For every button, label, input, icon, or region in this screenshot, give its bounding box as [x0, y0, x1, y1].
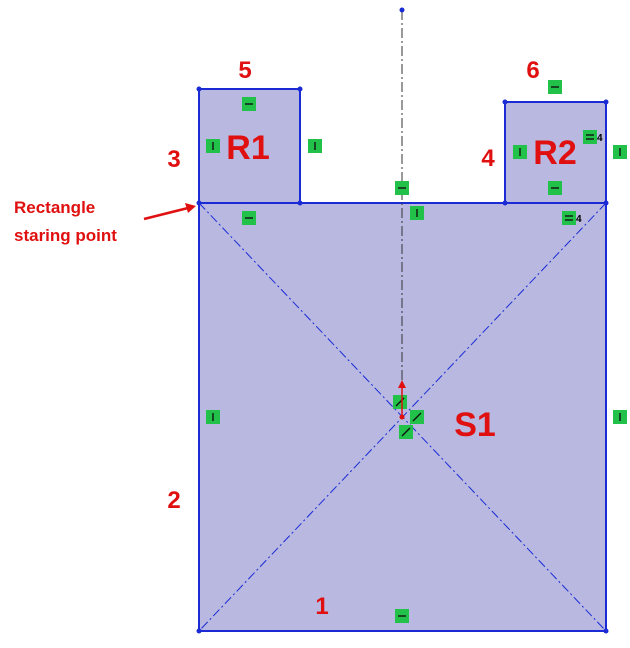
edge-label-3: 3	[167, 146, 180, 173]
centerline-endpoint[interactable]	[399, 7, 405, 13]
vertex-point[interactable]	[603, 200, 609, 206]
horizontal-constraint-icon[interactable]	[395, 609, 409, 623]
vertex-point[interactable]	[502, 200, 508, 206]
start-point-annotation-line1: Rectangle	[14, 198, 95, 217]
edge-label-6: 6	[526, 57, 539, 84]
vertex-point[interactable]	[196, 200, 202, 206]
horizontal-constraint-icon[interactable]	[242, 97, 256, 111]
edge-label-1: 1	[315, 593, 328, 620]
vertex-point[interactable]	[502, 99, 508, 105]
vertical-constraint-icon[interactable]	[206, 410, 220, 424]
equal-tag-label: 4	[576, 214, 582, 225]
start-point-arrow-icon	[143, 203, 196, 221]
constraint-badges: 4 4	[206, 80, 627, 623]
vertex-point[interactable]	[603, 99, 609, 105]
vertex-point[interactable]	[196, 86, 202, 92]
vertex-point[interactable]	[297, 86, 303, 92]
vertex-point[interactable]	[603, 628, 609, 634]
rectangle-label-r2: R2	[533, 134, 576, 172]
vertex-point[interactable]	[297, 200, 303, 206]
vertical-constraint-icon[interactable]	[513, 145, 527, 159]
vertical-constraint-icon[interactable]	[613, 410, 627, 424]
vertical-constraint-icon[interactable]	[308, 139, 322, 153]
coincident-constraint-icon[interactable]	[410, 410, 424, 424]
equal-tag-label: 4	[597, 133, 603, 144]
horizontal-constraint-icon[interactable]	[548, 80, 562, 94]
origin-arrow-icon[interactable]	[398, 380, 406, 420]
coincident-constraint-icon[interactable]	[393, 395, 407, 409]
horizontal-constraint-icon[interactable]	[395, 181, 409, 195]
vertical-constraint-icon[interactable]	[410, 206, 424, 220]
rectangle-label-s1: S1	[454, 406, 496, 444]
rectangle-label-r1: R1	[226, 129, 269, 167]
coincident-constraint-icon[interactable]	[399, 425, 413, 439]
vertex-points	[196, 86, 609, 634]
start-point-annotation-line2: staring point	[14, 226, 117, 245]
equal-constraint-icon[interactable]: 4	[562, 211, 582, 225]
vertical-constraint-icon[interactable]	[613, 145, 627, 159]
vertical-constraint-icon[interactable]	[206, 139, 220, 153]
edge-label-4: 4	[481, 145, 495, 172]
vertex-point[interactable]	[196, 628, 202, 634]
edge-label-2: 2	[167, 487, 180, 514]
horizontal-constraint-icon[interactable]	[548, 181, 562, 195]
edge-label-5: 5	[238, 57, 251, 84]
horizontal-constraint-icon[interactable]	[242, 211, 256, 225]
equal-constraint-icon[interactable]: 4	[583, 130, 603, 144]
